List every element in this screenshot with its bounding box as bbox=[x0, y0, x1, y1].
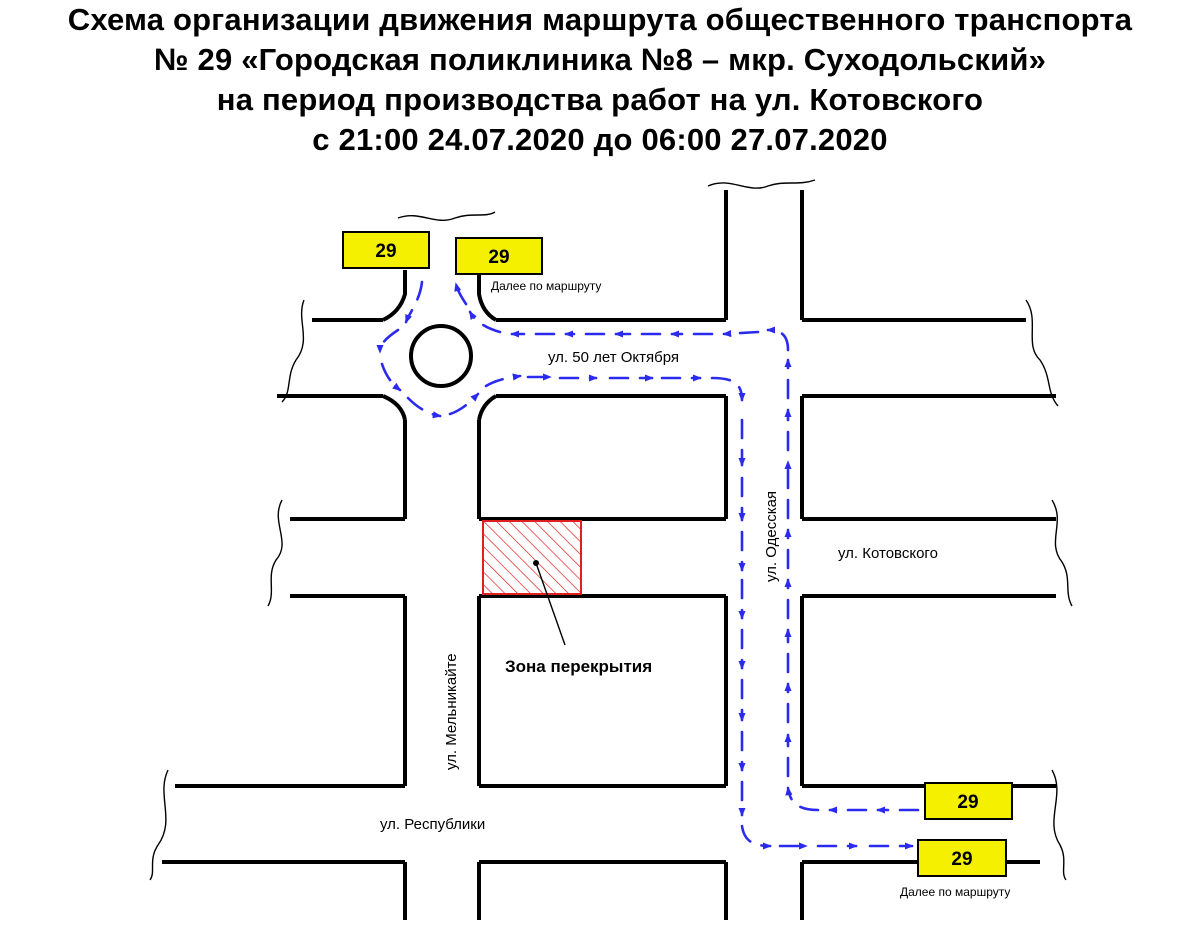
roundabout-island bbox=[409, 324, 473, 388]
route-arrow bbox=[722, 329, 760, 338]
street-label-kotovskogo: ул. Котовского bbox=[838, 545, 938, 562]
break-mark bbox=[267, 499, 283, 607]
title-line-3: на период производства работ на ул. Кото… bbox=[216, 82, 984, 117]
route-arrow bbox=[448, 392, 480, 416]
route-number: 29 bbox=[375, 241, 396, 262]
route-29-path bbox=[376, 280, 920, 850]
further-route-note-top: Далее по маршруту bbox=[491, 279, 601, 293]
route-arrow bbox=[454, 282, 468, 306]
bus-stop-top-right: 29 bbox=[455, 237, 543, 275]
closure-zone-pointer bbox=[535, 562, 566, 646]
break-mark bbox=[397, 211, 496, 222]
road-edge bbox=[382, 270, 407, 322]
route-arrow bbox=[468, 310, 502, 334]
bus-stop-sign bbox=[924, 782, 1013, 820]
street-break-marks bbox=[149, 179, 1073, 881]
bus-stop-bottom-upper: 29 bbox=[924, 782, 1013, 820]
route-arrow bbox=[484, 373, 522, 388]
break-mark bbox=[707, 179, 816, 189]
route-number: 29 bbox=[951, 849, 972, 870]
closure-zone bbox=[482, 520, 582, 595]
street-label-50-let-oktyabrya: ул. 50 лет Октября bbox=[548, 349, 679, 366]
route-arrow bbox=[785, 786, 820, 812]
route-arrow bbox=[380, 362, 402, 392]
diagram-title: Схема организации движения маршрута обще… bbox=[0, 0, 1200, 160]
route-arrow bbox=[740, 824, 772, 850]
road-edge bbox=[382, 394, 407, 421]
title-line-2: № 29 «Городская поликлиника №8 – мкр. Су… bbox=[153, 42, 1047, 77]
street-label-odesskaya: ул. Одесская bbox=[763, 491, 780, 582]
route-arrow bbox=[376, 328, 400, 354]
bus-stop-top-left: 29 bbox=[342, 231, 430, 269]
street-label-respubliki: ул. Республики bbox=[380, 816, 485, 833]
further-route-note-bottom: Далее по маршруту bbox=[900, 885, 1010, 899]
bus-stop-bottom-lower: 29 bbox=[917, 839, 1007, 877]
road-edge bbox=[477, 394, 498, 421]
bus-stop-sign bbox=[917, 839, 1007, 877]
break-mark bbox=[1051, 499, 1073, 607]
route-arrow bbox=[406, 396, 442, 419]
break-mark bbox=[149, 769, 169, 881]
route-number: 29 bbox=[488, 247, 509, 268]
title-line-4: с 21:00 24.07.2020 до 06:00 27.07.2020 bbox=[312, 122, 888, 157]
street-label-melnikaite: ул. Мельникайте bbox=[443, 653, 460, 770]
route-arrow bbox=[404, 280, 424, 324]
break-mark bbox=[1051, 769, 1067, 881]
closure-zone-label: Зона перекрытия bbox=[505, 657, 652, 676]
bus-stop-sign bbox=[455, 237, 543, 275]
title-line-1: Схема организации движения маршрута обще… bbox=[67, 2, 1133, 37]
street-network bbox=[162, 190, 1056, 920]
break-mark bbox=[1025, 299, 1059, 407]
break-mark bbox=[281, 299, 305, 403]
route-number: 29 bbox=[957, 792, 978, 813]
road-edge bbox=[477, 270, 498, 322]
bus-stop-sign bbox=[342, 231, 430, 269]
route-arrow bbox=[710, 376, 746, 402]
route-arrow bbox=[766, 326, 790, 352]
